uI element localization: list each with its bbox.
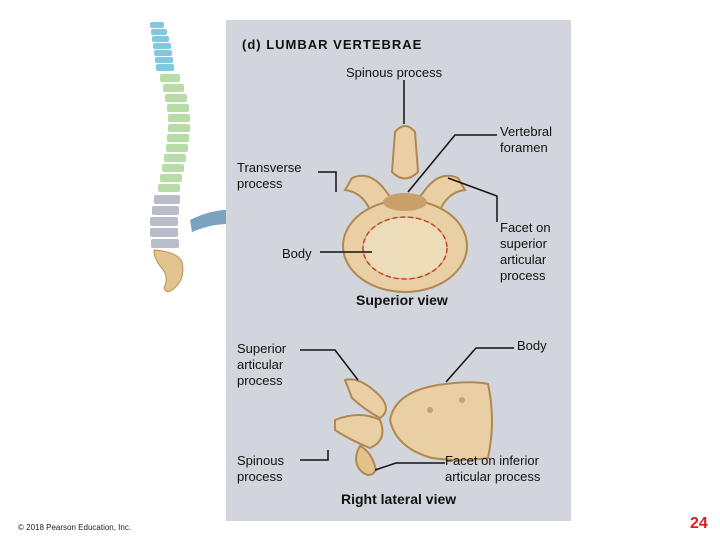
label-right-lateral-view: Right lateral view xyxy=(341,491,457,507)
figure-title: (d) LUMBAR VERTEBRAE xyxy=(242,37,423,52)
label-facet-inferior: Facet on inferior articular process xyxy=(445,453,541,484)
label-vertebral-foramen: Vertebral foramen xyxy=(500,124,553,155)
label-body-top: Body xyxy=(282,246,312,261)
label-spinous-process-top: Spinous process xyxy=(346,65,443,80)
copyright-notice: © 2018 Pearson Education, Inc. xyxy=(18,523,132,532)
cervical-vertebrae xyxy=(150,22,174,71)
lumbar-vertebrae xyxy=(150,195,180,248)
label-facet-superior: Facet on superior articular process xyxy=(500,220,551,283)
label-superior-view: Superior view xyxy=(356,292,448,308)
label-transverse-process: Transverse process xyxy=(237,160,302,191)
label-superior-articular-process: Superior articular process xyxy=(237,341,287,388)
label-body-lateral: Body xyxy=(517,338,547,353)
thoracic-vertebrae xyxy=(158,74,190,192)
page-number: 24 xyxy=(690,515,708,532)
label-spinous-process-lateral: Spinous process xyxy=(237,453,284,484)
sacrum xyxy=(153,249,184,293)
